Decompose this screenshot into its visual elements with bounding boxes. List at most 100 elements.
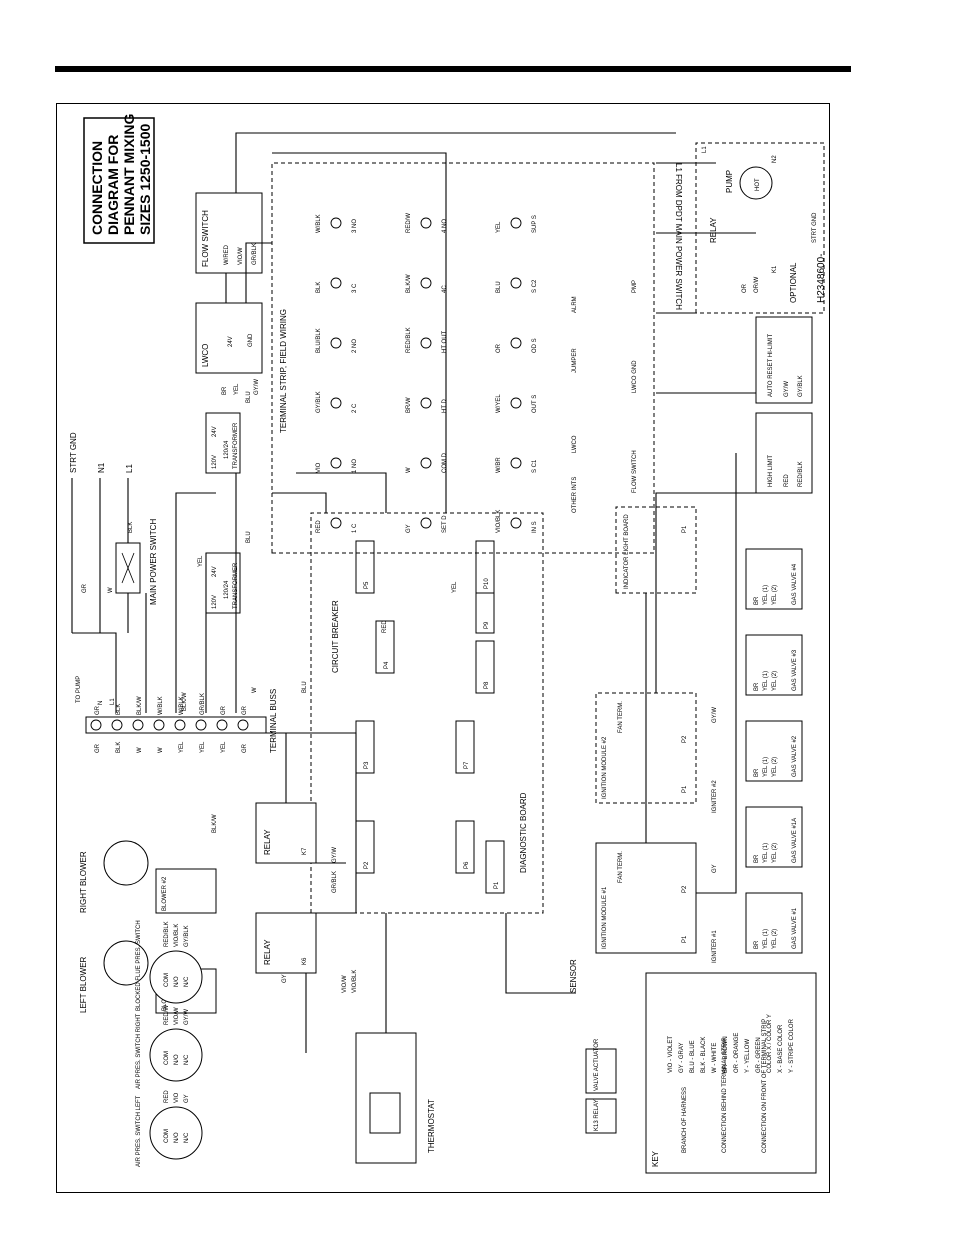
high-limit-wire-1: RED: [784, 474, 790, 487]
key-color-item: BLK - BLACK: [701, 1037, 707, 1073]
connector-label: P1: [494, 881, 500, 889]
title-box: [83, 117, 155, 244]
key-color-item: GR - GREEN: [756, 1037, 762, 1073]
strip-terminal-label: 4C: [442, 285, 448, 293]
misc-red: RED: [382, 620, 388, 633]
pressure-switch-pin: COM: [164, 1051, 170, 1065]
gas-valve-wire: BR: [754, 596, 760, 605]
ignition-module-2-p2: P2: [682, 735, 688, 743]
gas-valve-wire: YEL (2): [772, 671, 778, 691]
buss-top-wire: BLK: [116, 742, 122, 753]
connector-p4: [375, 620, 395, 674]
pump-label: PUMP: [725, 170, 734, 193]
buss-top-wire: GR: [242, 743, 248, 753]
gas-valve-wire: YEL (2): [772, 929, 778, 949]
relays: RELAY K6 RELAY K7: [255, 802, 317, 974]
relay-k7-label: RELAY: [263, 829, 272, 855]
strip-wire-label: GY/BLK: [316, 391, 322, 413]
connector-label: P2: [364, 861, 370, 869]
key-color-item: GY - GRAY: [679, 1043, 685, 1073]
lwco-wire-br: BR: [222, 386, 228, 395]
diagram-svg: CONNECTION DIAGRAM FOR PENNANT MIXING SI…: [69, 114, 827, 1174]
ignition-wires: [645, 453, 756, 894]
k13-relay-label: K13 RELAY: [594, 1099, 600, 1131]
strip-wire-label: W/YEL: [496, 394, 502, 413]
pressure-switch-label: BLOCKED FLUE PRES. SWITCH: [136, 920, 142, 1011]
strip-wire-label: RED/BLK: [406, 327, 412, 353]
key-color-item: BLU - BLUE: [690, 1040, 696, 1073]
high-limit-box: [755, 412, 813, 494]
misc-viow: VIO/W: [342, 975, 348, 993]
header-rule: [55, 66, 851, 72]
strip-terminal: [330, 517, 342, 529]
strip-terminal: [420, 457, 432, 469]
wiring-diagram: CONNECTION DIAGRAM FOR PENNANT MIXING SI…: [56, 103, 830, 1193]
connector-label: P6: [464, 861, 470, 869]
power-w: W: [108, 587, 114, 593]
title-line-2: DIAGRAM FOR: [105, 135, 121, 235]
strip-wire-label: W/BLK: [316, 214, 322, 233]
gas-valve-wire: YEL (1): [763, 843, 769, 863]
circuit-breaker-label: CIRCUIT BREAKER: [331, 600, 340, 673]
strip-terminal: [510, 457, 522, 469]
flow-wire-grblk: GR/BLK: [252, 243, 258, 265]
pressure-switch-wire: VIO/W: [174, 1007, 180, 1025]
pump-relay: RELAY: [709, 217, 718, 243]
hi-limit-wire-1: GY/W: [784, 381, 790, 397]
pressure-switch-wire: GY/W: [184, 1009, 190, 1025]
pressure-switch-pin: N/C: [184, 1132, 190, 1143]
hi-limit-box: [755, 316, 813, 404]
buss-terminal: [216, 719, 228, 731]
pressure-switch-wire: GY: [184, 1094, 190, 1103]
right-blower-icon: [103, 840, 149, 886]
buss-bottom-wire: GR: [242, 705, 248, 715]
strip-terminal-label: OD S: [532, 338, 538, 353]
terminal-strip-outline: [271, 162, 655, 554]
pump-l1: L1: [702, 146, 708, 153]
buss-bottom-wire: GR/BLK: [200, 693, 206, 715]
buss-top-wire: YEL: [179, 741, 185, 753]
pressure-switch-pin: COM: [164, 973, 170, 987]
strip-terminal: [330, 217, 342, 229]
key-symbol-item: CONNECTION ON FRONT OF TERMINAL STRIP: [762, 1019, 768, 1153]
pump-orw: OR/W: [754, 276, 760, 293]
key-color-item: Y - STRIPE COLOR: [789, 1018, 795, 1073]
buss-blkw: BLK/W: [182, 692, 188, 711]
gas-valve-label: GAS VALVE #3: [792, 649, 798, 691]
gas-valve: [745, 806, 803, 868]
transformer-2-ratio: 120/24: [224, 580, 230, 599]
strip-terminal-label: 1 NO: [352, 459, 358, 473]
buss-terminal: [195, 719, 207, 731]
igniter-2-label: IGNITER #2: [712, 780, 718, 813]
flow-wire-viow: VIO/W: [238, 247, 244, 265]
pressure-switch-label: AIR PRES. SWITCH RIGHT: [136, 1013, 142, 1089]
connector-label: P10: [484, 578, 490, 589]
ignition-module-1-fan: FAN TERM.: [618, 851, 624, 883]
gas-valve-wire: YEL (1): [763, 757, 769, 777]
pump-motor-icon: [739, 166, 773, 200]
top-note: L1 FROM DPDT MAIN POWER SWITCH: [674, 163, 683, 310]
strip-terminal: [420, 217, 432, 229]
relay-k6-k: K6: [302, 957, 308, 965]
strip-terminal-label: S C1: [532, 459, 538, 473]
connector-p1: [485, 840, 505, 894]
switch-contacts-icon: [121, 552, 135, 584]
connector-p7: [455, 720, 475, 774]
gas-valve: [745, 892, 803, 954]
gas-valve-wire: YEL (2): [772, 585, 778, 605]
pressure-switch-pin: N/C: [184, 1054, 190, 1065]
misc-blu: BLU: [302, 681, 308, 693]
buss-terminal: [111, 719, 123, 731]
right-blower-label: RIGHT BLOWER: [79, 851, 88, 913]
gas-valve-wire: YEL (1): [763, 585, 769, 605]
strip-terminal-label: SET D: [442, 515, 448, 533]
pressure-switch: [149, 1028, 203, 1082]
hi-limit-label: AUTO RESET HI-LIMIT: [768, 334, 774, 397]
igniter-2-wire: GY/W: [712, 707, 718, 723]
strip-terminal-label: 1 C: [352, 523, 358, 533]
